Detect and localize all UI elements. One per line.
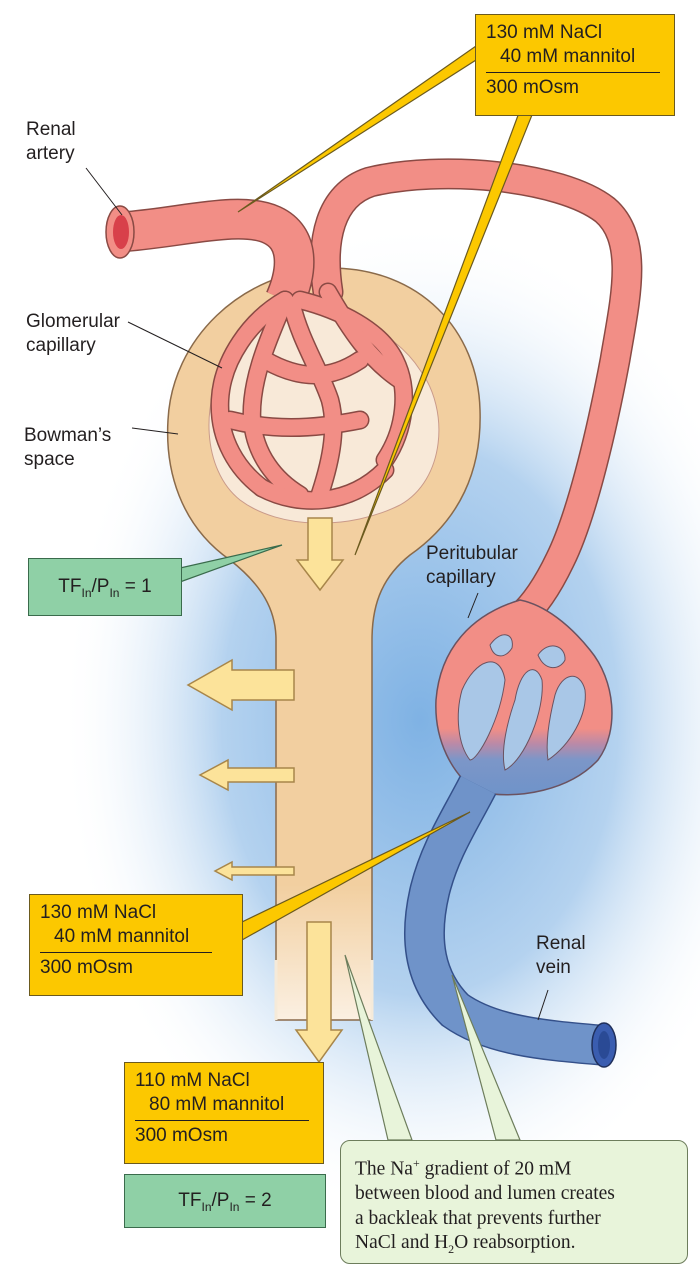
plasma-divider: [486, 72, 660, 73]
note-line4b: O reabsorption.: [454, 1232, 576, 1253]
tf-ratio-lower-box: TFIn/PIn = 2: [124, 1174, 326, 1228]
flow-arrows: [186, 517, 345, 1064]
note-part2: gradient of 20 mM: [419, 1158, 572, 1180]
tf-ratio-upper-sub1: In: [81, 585, 92, 600]
note-line4a: NaCl and H: [355, 1232, 449, 1253]
leader-lines: [85, 167, 549, 1021]
tf-ratio-lower-sub1: In: [201, 1199, 212, 1214]
renal-vein-label: Renal vein: [536, 932, 586, 980]
tf-ratio-upper-value: = 1: [119, 576, 152, 597]
peritubular-capillary-network: [310, 158, 643, 1068]
glomerular-capillary-loops: [210, 282, 414, 510]
note-line-2: between blood and lumen creates: [355, 1183, 615, 1204]
note-line-3: a backleak that prevents further: [355, 1207, 601, 1229]
tf-ratio-lower-sub2: In: [229, 1199, 240, 1214]
note-line-1: The Na+ gradient of 20 mM: [355, 1151, 675, 1182]
reabsorption-arrow-large: [186, 658, 295, 712]
peritubular-mannitol: 40 mM mannitol: [54, 926, 190, 947]
lumen-osmolality: 300 mOsm: [135, 1125, 228, 1146]
lumen-divider: [135, 1120, 309, 1121]
peritubular-nacl: 130 mM NaCl: [40, 902, 157, 923]
glomerular-capillary-label-line1: Glomerular: [26, 311, 120, 332]
pointer-wedges: [237, 44, 535, 942]
glomerular-capillary-label-line2: capillary: [26, 335, 96, 356]
peritubular-capillary-label-line1: Peritubular: [426, 543, 518, 564]
lumen-nacl: 110 mM NaCl: [135, 1070, 250, 1091]
renal-artery-label-line1: Renal: [26, 119, 76, 140]
peritubular-divider: [40, 952, 212, 953]
filtration-arrow: [295, 517, 345, 592]
tf-ratio-upper-box: TFIn/PIn = 1: [28, 558, 182, 616]
renal-artery-label: Renal artery: [26, 118, 76, 166]
plasma-concentration-box: 130 mM NaCl 40 mM mannitol 300 mOsm: [475, 14, 675, 116]
renal-vein-label-line2: vein: [536, 957, 571, 978]
peritubular-osmolality: 300 mOsm: [40, 957, 133, 978]
note-line-4: NaCl and H2O reabsorption.: [355, 1231, 675, 1261]
tf-ratio-lower-mid: /P: [211, 1190, 230, 1211]
tf-ratio-lower-prefix: TF: [178, 1190, 202, 1211]
reabsorption-arrow-small: [213, 860, 295, 882]
bowmans-space-label-line1: Bowman’s: [24, 425, 112, 446]
bowmans-space-label-line2: space: [24, 449, 75, 470]
plasma-osmolality: 300 mOsm: [486, 77, 579, 98]
note-line4sub: 2: [448, 1241, 455, 1256]
plasma-mannitol: 40 mM mannitol: [500, 46, 636, 67]
peritubular-concentration-box: 130 mM NaCl 40 mM mannitol 300 mOsm: [29, 894, 243, 996]
note-sup: +: [412, 1156, 420, 1170]
tf-ratio-upper-mid: /P: [91, 576, 110, 597]
renal-vein-label-line1: Renal: [536, 933, 586, 954]
afferent-arteriole: [105, 198, 315, 309]
tf-ratio-upper-sub2: In: [109, 585, 120, 600]
plasma-nacl: 130 mM NaCl: [486, 22, 603, 43]
lumen-mannitol: 80 mM mannitol: [149, 1094, 285, 1115]
peritubular-capillary-label: Peritubular capillary: [426, 542, 518, 590]
lumen-concentration-box: 110 mM NaCl 80 mM mannitol 300 mOsm: [124, 1062, 324, 1164]
note-part1: The Na: [355, 1158, 413, 1180]
tubular-flow-arrow: [294, 921, 344, 1064]
glomerular-capillary-label: Glomerular capillary: [26, 310, 120, 358]
backleak-note: The Na+ gradient of 20 mM between blood …: [340, 1140, 688, 1264]
tf-ratio-lower-value: = 2: [239, 1190, 272, 1211]
renal-artery-label-line2: artery: [26, 143, 75, 164]
peritubular-capillary-label-line2: capillary: [426, 567, 496, 588]
reabsorption-arrow-medium: [198, 758, 295, 792]
bowmans-space-label: Bowman’s space: [24, 424, 111, 472]
tf-ratio-upper-prefix: TF: [58, 576, 82, 597]
